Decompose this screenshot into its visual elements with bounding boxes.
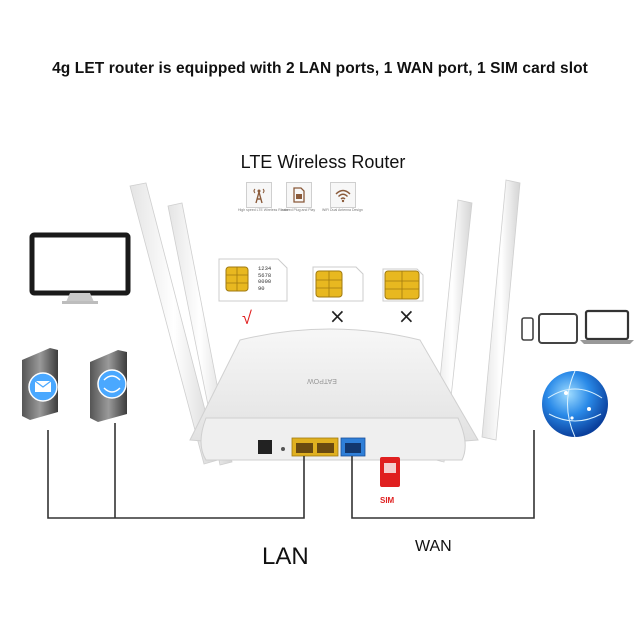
tablet-icon: [538, 313, 578, 344]
wifi-icon: [330, 182, 356, 208]
nano-sim-card-icon: [382, 268, 424, 302]
sim-card-number: 1234 5678 0000 90: [258, 265, 272, 292]
sim-slot-label: SIM: [380, 496, 395, 505]
power-port: [258, 440, 272, 454]
feature-caption: Insured Plug and Play: [280, 208, 316, 212]
router-brand: EATPOW: [307, 377, 337, 384]
web-server-icon: [90, 350, 127, 422]
signal-tower-icon: [246, 182, 272, 208]
antenna-right-outer: [481, 179, 521, 441]
incompatible-cross-mark: ×: [398, 304, 415, 328]
compatible-check-mark: √: [242, 308, 252, 328]
sim-option-nano: [382, 268, 424, 307]
incompatible-cross-mark: ×: [329, 304, 346, 328]
feature-item-lte: High speed LTE Wireless Router: [238, 182, 289, 212]
laptop-icon: [580, 309, 634, 344]
mail-server-icon: [22, 348, 58, 420]
router-body: [189, 328, 479, 461]
wan-label: WAN: [415, 538, 452, 555]
sim-option-micro: [312, 266, 364, 307]
headline: 4g LET router is equipped with 2 LAN por…: [52, 60, 588, 77]
product-title: LTE Wireless Router: [240, 152, 406, 172]
lan-label: LAN: [262, 543, 309, 570]
globe-icon: [542, 370, 608, 438]
feature-caption: High speed LTE Wireless Router: [238, 208, 289, 212]
sim-slot-card: [380, 457, 400, 487]
micro-sim-card-icon: [312, 266, 364, 302]
wan-wire: [351, 430, 535, 519]
phone-icon: [521, 317, 534, 341]
feature-item-wifi: WiFi Dual Antenna Design: [322, 182, 363, 212]
feature-item-plug-play: Insured Plug and Play: [278, 182, 318, 212]
sim-card-icon: [286, 182, 312, 208]
standard-sim-card-icon: [218, 258, 288, 302]
feature-caption: WiFi Dual Antenna Design: [322, 208, 363, 212]
sim-option-standard: 1234 5678 0000 90: [218, 258, 288, 307]
desktop-monitor-icon: [29, 232, 131, 304]
lan-wires: [47, 423, 305, 519]
